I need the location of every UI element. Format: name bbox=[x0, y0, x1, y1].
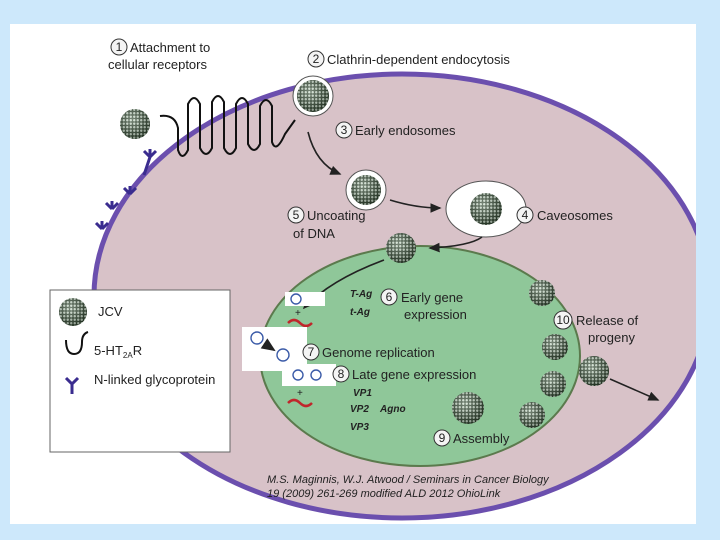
legend-jcv-label: JCV bbox=[98, 304, 123, 319]
step-6-label: Early gene bbox=[401, 290, 463, 305]
gene-agno: Agno bbox=[379, 404, 406, 415]
citation-line-2: 19 (2009) 261-269 modified ALD 2012 Ohio… bbox=[267, 488, 501, 500]
virion-endocytosis bbox=[292, 75, 334, 117]
legend-receptor-prefix: 5-HT bbox=[94, 343, 123, 358]
step-5-label-line2: of DNA bbox=[293, 226, 335, 241]
legend bbox=[49, 289, 231, 453]
step-1-label-line2: cellular receptors bbox=[108, 57, 207, 72]
step-10-label-line2: progeny bbox=[588, 330, 635, 345]
legend-receptor-suffix: R bbox=[133, 343, 142, 358]
step-1-number: 1 bbox=[116, 40, 123, 54]
virion-attachment bbox=[120, 109, 150, 139]
step-9-number: 9 bbox=[439, 431, 446, 445]
glycoprotein-receptors bbox=[94, 149, 158, 231]
gene-t-antigen-large: T-Ag bbox=[350, 289, 372, 300]
replication-box bbox=[242, 327, 307, 371]
step-5-label: Uncoating bbox=[307, 208, 366, 223]
step-2-number: 2 bbox=[313, 52, 320, 66]
virion-uncoating bbox=[386, 233, 416, 263]
serotonin-receptor bbox=[159, 95, 296, 157]
gene-vp2: VP2 bbox=[350, 404, 369, 415]
step-7-number: 7 bbox=[308, 345, 315, 359]
step-4-number: 4 bbox=[522, 208, 529, 222]
gene-vp3: VP3 bbox=[350, 422, 369, 433]
svg-text:+: + bbox=[295, 308, 301, 319]
step-8-label: Late gene expression bbox=[352, 367, 476, 382]
step-7-label: Genome replication bbox=[322, 345, 435, 360]
late-dna-box: + bbox=[282, 364, 336, 408]
early-endosome bbox=[345, 169, 387, 211]
svg-text:+: + bbox=[297, 388, 303, 399]
jcv-lifecycle-diagram: + + 1 2 3 4 5 6 7 8 9 10 Attachment to c… bbox=[49, 38, 696, 521]
legend-receptor-label: 5-HT2AR bbox=[94, 343, 142, 360]
step-4-label: Caveosomes bbox=[537, 208, 613, 223]
virion-assembly bbox=[452, 392, 484, 424]
step-3-number: 3 bbox=[341, 123, 348, 137]
step-9-label: Assembly bbox=[453, 431, 510, 446]
caveosome bbox=[445, 180, 527, 238]
step-8-number: 8 bbox=[338, 367, 345, 381]
step-5-number: 5 bbox=[293, 208, 300, 222]
figure-panel: + + 1 2 3 4 5 6 7 8 9 10 Attachment to c… bbox=[10, 24, 696, 524]
step-6-number: 6 bbox=[386, 290, 393, 304]
step-2-label: Clathrin-dependent endocytosis bbox=[327, 52, 510, 67]
citation-line-1: M.S. Maginnis, W.J. Atwood / Seminars in… bbox=[267, 474, 550, 486]
step-3-label: Early endosomes bbox=[355, 123, 456, 138]
step-badges bbox=[110, 38, 573, 447]
gene-vp1: VP1 bbox=[353, 388, 372, 399]
progeny-virions bbox=[519, 280, 609, 428]
legend-receptor-sub: 2A bbox=[123, 351, 133, 360]
legend-glycoprotein-label: N-linked glycoprotein bbox=[94, 372, 215, 387]
early-dna-box: + bbox=[285, 292, 325, 328]
step-10-label: Release of bbox=[576, 313, 639, 328]
step-6-label-line2: expression bbox=[404, 307, 467, 322]
step-10-number: 10 bbox=[556, 313, 570, 327]
gene-t-antigen-small: t-Ag bbox=[350, 307, 370, 318]
step-1-label: Attachment to bbox=[130, 40, 210, 55]
